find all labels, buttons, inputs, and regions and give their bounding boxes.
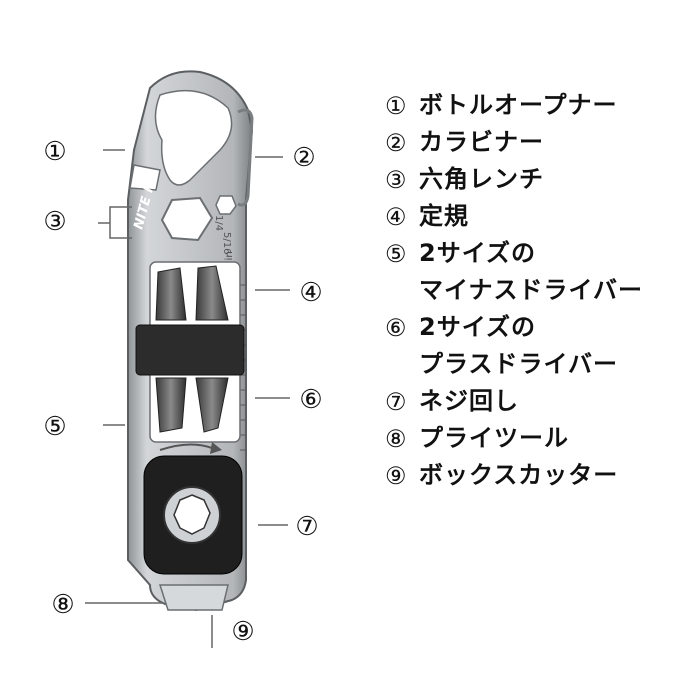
rotation-arrowhead — [210, 442, 222, 454]
legend-item: ③ 六角レンチ — [385, 164, 695, 201]
callout-3: ③ — [43, 207, 67, 237]
flathead-bit-bottom — [155, 377, 187, 433]
callout-2: ② — [292, 143, 316, 173]
legend-item: ⑥ 2サイズの プラスドライバー — [385, 312, 695, 386]
legend-label: ネジ回し — [419, 387, 519, 415]
hex-size-small: 1/4 — [213, 215, 224, 231]
callout-4: ④ — [299, 278, 323, 308]
legend-number: ① — [385, 92, 407, 120]
legend-number: ④ — [385, 203, 407, 231]
callout-8: ⑧ — [51, 590, 75, 620]
legend-number: ⑥ — [385, 314, 407, 342]
ratchet-drive — [173, 494, 211, 535]
callout-7: ⑦ — [295, 512, 319, 542]
legend-item: ② カラビナー — [385, 127, 695, 164]
phillips-bit-bottom — [195, 377, 229, 433]
legend-number: ⑧ — [385, 425, 407, 453]
hex-size-large: 5/16 — [221, 232, 232, 254]
hex-hole-small — [215, 195, 237, 215]
flathead-bit-top — [155, 267, 187, 321]
callout-5: ⑤ — [43, 412, 67, 442]
callout-9: ⑨ — [231, 617, 255, 647]
carabiner-gate — [237, 108, 254, 207]
bottle-opener-cutout — [154, 89, 233, 186]
legend-label: プライツール — [419, 424, 569, 452]
legend-label: 定規 — [419, 202, 469, 230]
ruler-label: 2 in — [224, 251, 235, 270]
legend-label: ボトルオープナー — [419, 91, 618, 119]
legend-number: ⑤ — [385, 240, 407, 268]
legend-label: カラビナー — [419, 128, 544, 156]
phillips-bit-top — [195, 265, 229, 321]
legend-number: ⑦ — [385, 388, 407, 416]
hex-hole-large — [160, 196, 214, 242]
rotation-arrow — [159, 443, 213, 451]
leader-lines — [85, 149, 290, 648]
callout-1: ① — [43, 137, 67, 167]
legend-item: ⑧ プライツール — [385, 423, 695, 460]
opener-notch — [129, 164, 161, 191]
legend-item: ④ 定規 — [385, 201, 695, 238]
legend-item: ① ボトルオープナー — [385, 90, 695, 127]
legend-label: 六角レンチ — [419, 165, 544, 193]
legend-label: 2サイズの マイナスドライバー — [419, 239, 644, 304]
legend-number: ② — [385, 129, 407, 157]
legend-item: ⑤ 2サイズの マイナスドライバー — [385, 238, 695, 312]
legend-number: ③ — [385, 166, 407, 194]
legend-label: ボックスカッター — [419, 461, 619, 489]
legend: ① ボトルオープナー ② カラビナー ③ 六角レンチ ④ 定規 ⑤ 2サイズの … — [385, 90, 695, 497]
legend-item: ⑦ ネジ回し — [385, 386, 695, 423]
bit-holder-band — [135, 324, 245, 376]
legend-label: 2サイズの プラスドライバー — [419, 313, 619, 378]
legend-item: ⑨ ボックスカッター — [385, 460, 695, 497]
legend-number: ⑨ — [385, 462, 407, 490]
pry-tool-tip — [158, 584, 229, 611]
callout-6: ⑥ — [299, 385, 323, 415]
